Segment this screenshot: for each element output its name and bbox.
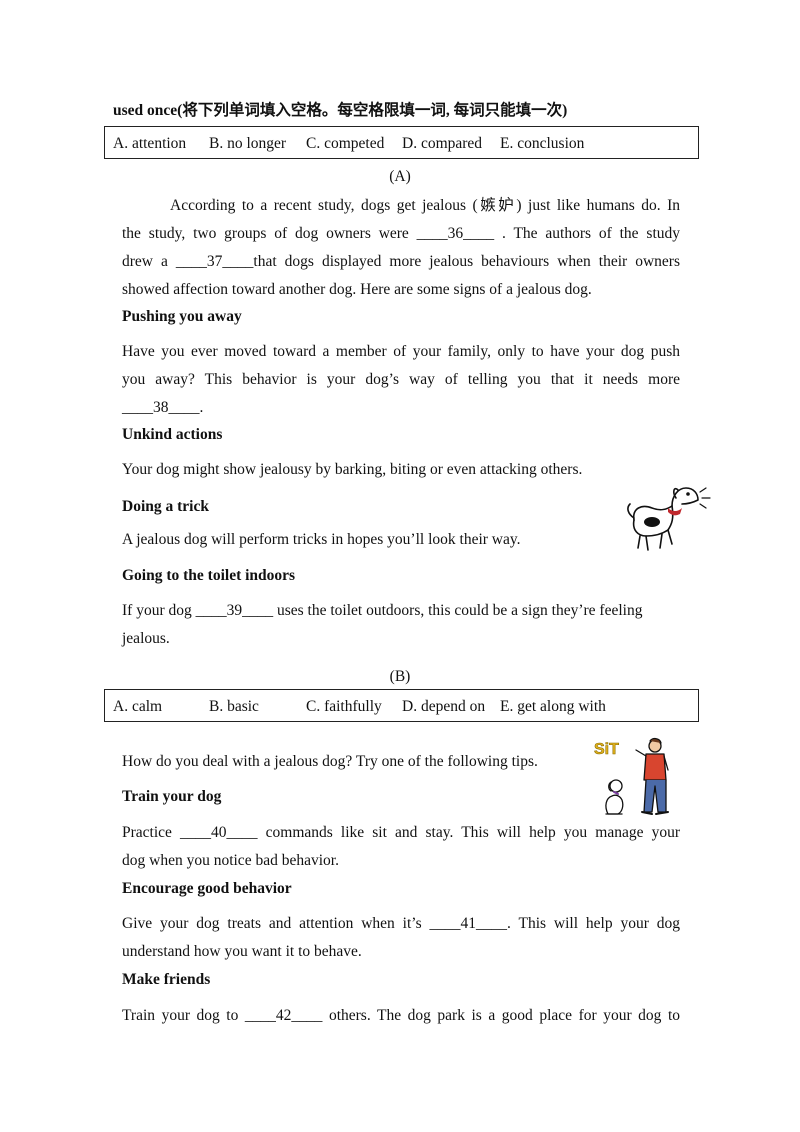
option-c: C. faithfully <box>306 698 382 715</box>
heading-encourage: Encourage good behavior <box>122 880 292 897</box>
friends-paragraph: Train your dog to ____42____ others. The… <box>122 1002 680 1030</box>
body-line: Practice ____40____ commands like sit an… <box>122 824 680 841</box>
train-paragraph: Practice ____40____ commands like sit an… <box>122 819 680 875</box>
intro-paragraph: According to a recent study, dogs get je… <box>122 192 680 304</box>
option-e: E. conclusion <box>500 135 585 152</box>
heading-toilet: Going to the toilet indoors <box>122 567 296 584</box>
intro-line: drew a ____37____that dogs displayed mor… <box>122 253 680 270</box>
section-b-label: (B) <box>389 668 411 685</box>
sit-command-illustration: SiT <box>594 737 669 815</box>
body-line: Have you ever moved toward a member of y… <box>122 343 680 360</box>
trick-paragraph: A jealous dog will perform tricks in hop… <box>122 526 680 554</box>
option-e: E. get along with <box>500 698 606 715</box>
word-bank-b: A. calm B. basic C. faithfully D. depend… <box>104 689 699 722</box>
body-line: If your dog ____39____ uses the toilet o… <box>122 602 643 619</box>
instruction-text: used once(将下列单词填入空格。每空格限填一词, 每词只能填一次) <box>113 102 568 119</box>
heading-trick: Doing a trick <box>122 498 209 515</box>
encourage-paragraph: Give your dog treats and attention when … <box>122 910 680 966</box>
body-line: Train your dog to ____42____ others. The… <box>122 1007 680 1024</box>
heading-unkind: Unkind actions <box>122 426 223 443</box>
pushing-paragraph: Have you ever moved toward a member of y… <box>122 338 680 422</box>
option-d: D. compared <box>402 135 483 152</box>
section-b-intro: How do you deal with a jealous dog? Try … <box>122 748 680 776</box>
word-bank-a: A. attention B. no longer C. competed D.… <box>104 126 699 159</box>
option-a: A. attention <box>113 135 187 152</box>
body-line: jealous. <box>122 630 170 647</box>
intro-line: showed affection toward another dog. Her… <box>122 281 592 298</box>
intro-line: According to a recent study, dogs get je… <box>170 197 680 214</box>
body-line: you away? This behavior is your dog’s wa… <box>122 371 680 388</box>
option-c: C. competed <box>306 135 385 152</box>
body-line: understand how you want it to behave. <box>122 943 362 960</box>
heading-pushing: Pushing you away <box>122 308 242 325</box>
heading-friends: Make friends <box>122 971 211 988</box>
option-d: D. depend on <box>402 698 486 715</box>
body-line: Your dog might show jealousy by barking,… <box>122 461 583 478</box>
section-a-label: (A) <box>389 168 411 185</box>
intro-line: the study, two groups of dog owners were… <box>122 225 680 242</box>
option-b: B. no longer <box>209 135 287 152</box>
option-a: A. calm <box>113 698 163 715</box>
toilet-paragraph: If your dog ____39____ uses the toilet o… <box>122 597 680 653</box>
sit-sign-text: SiT <box>594 741 619 758</box>
body-line: dog when you notice bad behavior. <box>122 852 339 869</box>
barking-dog-illustration <box>627 487 711 551</box>
body-line: How do you deal with a jealous dog? Try … <box>122 753 538 770</box>
body-line: Give your dog treats and attention when … <box>122 915 680 932</box>
body-line: ____38____. <box>122 399 204 416</box>
body-line: A jealous dog will perform tricks in hop… <box>122 531 521 548</box>
heading-train: Train your dog <box>122 788 222 805</box>
option-b: B. basic <box>209 698 259 715</box>
unkind-paragraph: Your dog might show jealousy by barking,… <box>122 456 680 484</box>
